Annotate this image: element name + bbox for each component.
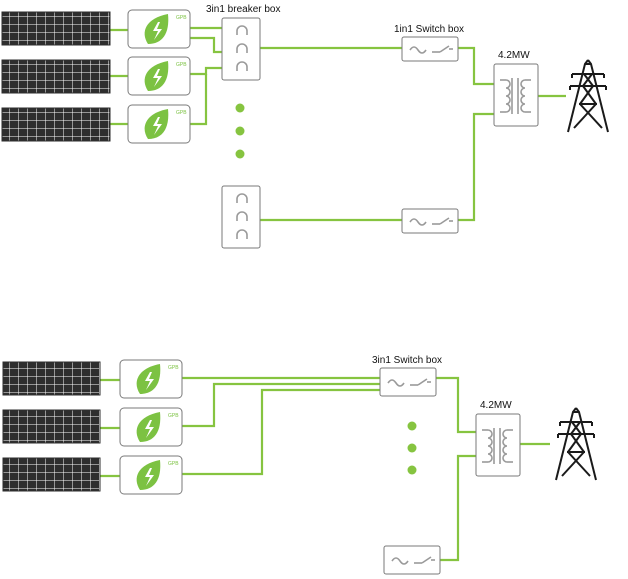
transformer [475, 413, 521, 477]
solar-panel-group [2, 361, 101, 492]
inverter-logo: GPB [168, 365, 179, 371]
transformer-label: 4.2MW [498, 50, 530, 61]
inverter-logo: GPB [176, 110, 187, 116]
ellipsis-dot-icon [235, 126, 245, 136]
breaker-icon [236, 61, 248, 68]
wire [190, 66, 222, 76]
solar-panel-icon [1, 59, 111, 94]
inverter-logo: GPB [168, 461, 179, 467]
switch-box-label: 1in1 Switch box [394, 24, 464, 35]
solar-panel-icon [1, 11, 111, 46]
tilde-icon [409, 218, 427, 226]
breaker-icon [236, 211, 248, 218]
breaker-icon [236, 25, 248, 32]
inverter: GPB [119, 407, 183, 447]
ellipsis-dot-icon [407, 443, 417, 453]
wire [436, 376, 476, 434]
breaker-icon [236, 43, 248, 50]
transmission-tower-icon [555, 407, 597, 481]
inverter-group: GPB GPB GPB [127, 9, 191, 144]
wire [182, 382, 380, 428]
switch-box [383, 545, 441, 575]
inverter: GPB [119, 359, 183, 399]
ellipsis [407, 421, 417, 475]
breaker-box [221, 17, 261, 81]
ellipsis-dot-icon [407, 465, 417, 475]
tilde-icon [387, 379, 405, 387]
switch-box-label: 3in1 Switch box [372, 355, 442, 366]
wire [440, 454, 476, 562]
solar-panel-icon [2, 457, 101, 492]
inverter: GPB [119, 455, 183, 495]
solar-panel-icon [1, 107, 111, 142]
wire [190, 36, 222, 54]
solar-panel-icon [2, 409, 101, 444]
tilde-icon [409, 46, 427, 54]
ellipsis-dot-icon [235, 103, 245, 113]
breaker-box-label: 3in1 breaker box [206, 4, 281, 15]
bottom-diagram: GPB GPB GPB 3in1 Switch box [2, 355, 597, 575]
wire [458, 46, 494, 86]
ellipsis [235, 103, 245, 159]
wire [190, 74, 208, 126]
transformer [493, 63, 539, 127]
breaker-icon [236, 229, 248, 236]
switch-box [401, 36, 459, 62]
tilde-icon [391, 557, 409, 565]
top-wires [110, 26, 566, 222]
transformer-icon [500, 78, 531, 114]
switch-box [401, 208, 459, 234]
solar-panel-group [1, 11, 111, 142]
inverter-logo: GPB [168, 413, 179, 419]
breaker-box [221, 185, 261, 249]
transformer-label: 4.2MW [480, 400, 512, 411]
solar-panel-icon [2, 361, 101, 396]
transmission-tower-icon [567, 59, 609, 133]
bolt-icon [153, 22, 162, 40]
inverter-logo: GPB [176, 62, 187, 68]
wire [182, 388, 380, 476]
switch-icon [414, 556, 435, 564]
inverter: GPB [127, 104, 191, 144]
bolt-icon [145, 420, 154, 438]
ellipsis-dot-icon [407, 421, 417, 431]
bolt-icon [145, 372, 154, 390]
ellipsis-dot-icon [235, 149, 245, 159]
breaker-icon [236, 193, 248, 200]
inverter: GPB [127, 56, 191, 96]
inverter-group: GPB GPB GPB [119, 359, 183, 495]
transformer-icon [482, 428, 513, 464]
bottom-wires [100, 376, 550, 562]
top-diagram: GPB GPB GPB 3in1 breaker box [1, 4, 609, 249]
switch-icon [410, 378, 431, 386]
bolt-icon [145, 468, 154, 486]
bolt-icon [153, 69, 162, 87]
wire [458, 112, 494, 222]
switch-box [379, 367, 437, 397]
switch-icon [432, 217, 453, 225]
inverter-logo: GPB [176, 15, 187, 21]
bolt-icon [153, 117, 162, 135]
inverter: GPB [127, 9, 191, 49]
switch-icon [432, 45, 453, 53]
